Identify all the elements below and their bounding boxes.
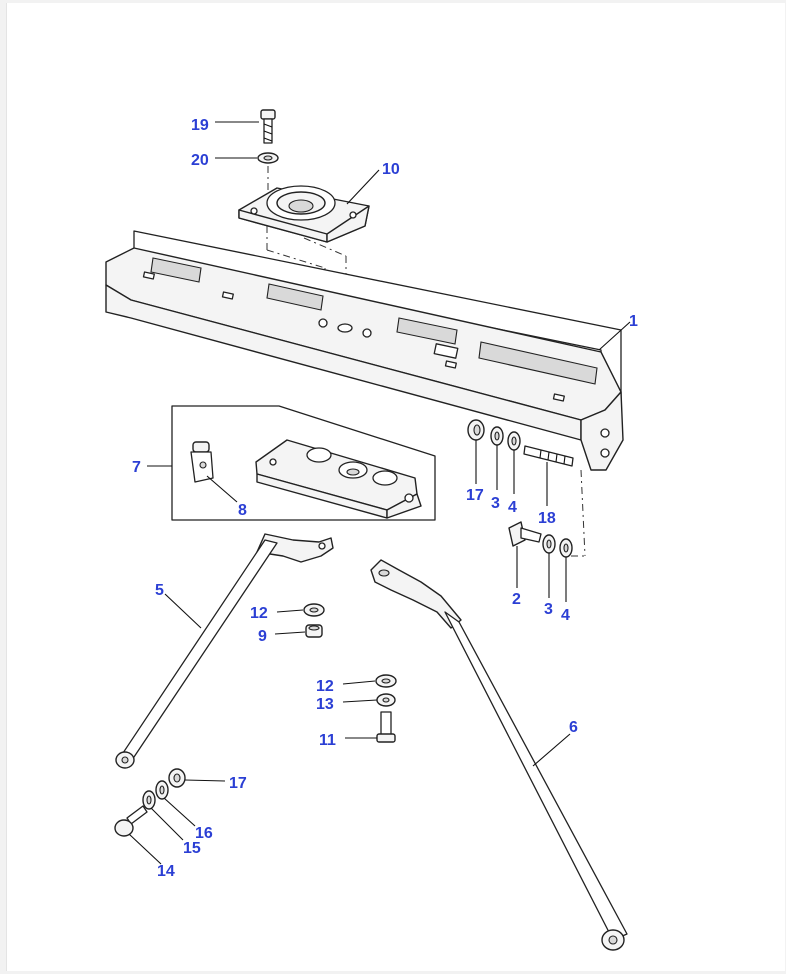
callout-10: 10 [382,161,400,178]
crossmember-1 [105,230,624,471]
callout-9: 9 [258,628,267,645]
washer-12-lower [375,674,397,688]
callout-3-lower: 3 [544,601,553,618]
callout-17-top: 17 [466,487,484,504]
callout-20: 20 [191,152,209,169]
callout-8: 8 [238,502,247,519]
bolt-8 [190,441,214,483]
washer-3-top [490,426,504,446]
callout-19: 19 [191,117,209,134]
callout-12-lower: 12 [316,678,334,695]
mounting-plate-10 [238,185,370,243]
callout-1: 1 [629,313,638,330]
bolt-2 [508,521,542,547]
exploded-parts-diagram: 19 20 10 1 7 8 17 3 4 18 2 3 4 5 12 9 12… [105,109,638,951]
callout-17-lower: 17 [229,775,247,792]
callout-4-lower: 4 [561,607,570,624]
washer-20 [257,152,279,164]
nut-plate-7 [255,439,422,519]
washer-12-upper [303,603,325,617]
diagram-sheet: 19 20 10 1 7 8 17 3 4 18 2 3 4 5 12 9 12… [6,3,785,971]
strut-5 [115,533,334,769]
bolt-19 [260,109,276,144]
leader-lines [128,121,631,865]
callout-12-upper: 12 [250,605,268,622]
stud-18 [523,445,574,467]
washer-13 [376,693,396,707]
bolt-11 [376,711,396,743]
washer-4-lower [559,538,573,558]
callout-18: 18 [538,510,556,527]
callout-16: 16 [195,825,213,842]
strut-6 [370,559,628,951]
washer-3-lower [542,534,556,554]
callout-11: 11 [319,732,336,749]
callout-5: 5 [155,582,164,599]
fit-line [580,469,586,557]
callout-13: 13 [316,696,334,713]
nut-17-lower [168,768,186,788]
nut-17-top [467,419,485,441]
washer-16 [155,780,169,800]
washer-4-top [507,431,521,451]
nut-9 [305,624,323,638]
callout-15: 15 [183,840,201,857]
callout-7: 7 [132,459,141,476]
callout-3-top: 3 [491,495,500,512]
callout-2: 2 [512,591,521,608]
fit-line [303,237,347,257]
callout-14: 14 [157,863,175,880]
callout-4-top: 4 [508,499,517,516]
bolt-14 [114,805,148,837]
washer-15 [142,790,156,810]
callout-6: 6 [569,719,578,736]
callout-labels: 19 20 10 1 7 8 17 3 4 18 2 3 4 5 12 9 12… [132,117,638,880]
